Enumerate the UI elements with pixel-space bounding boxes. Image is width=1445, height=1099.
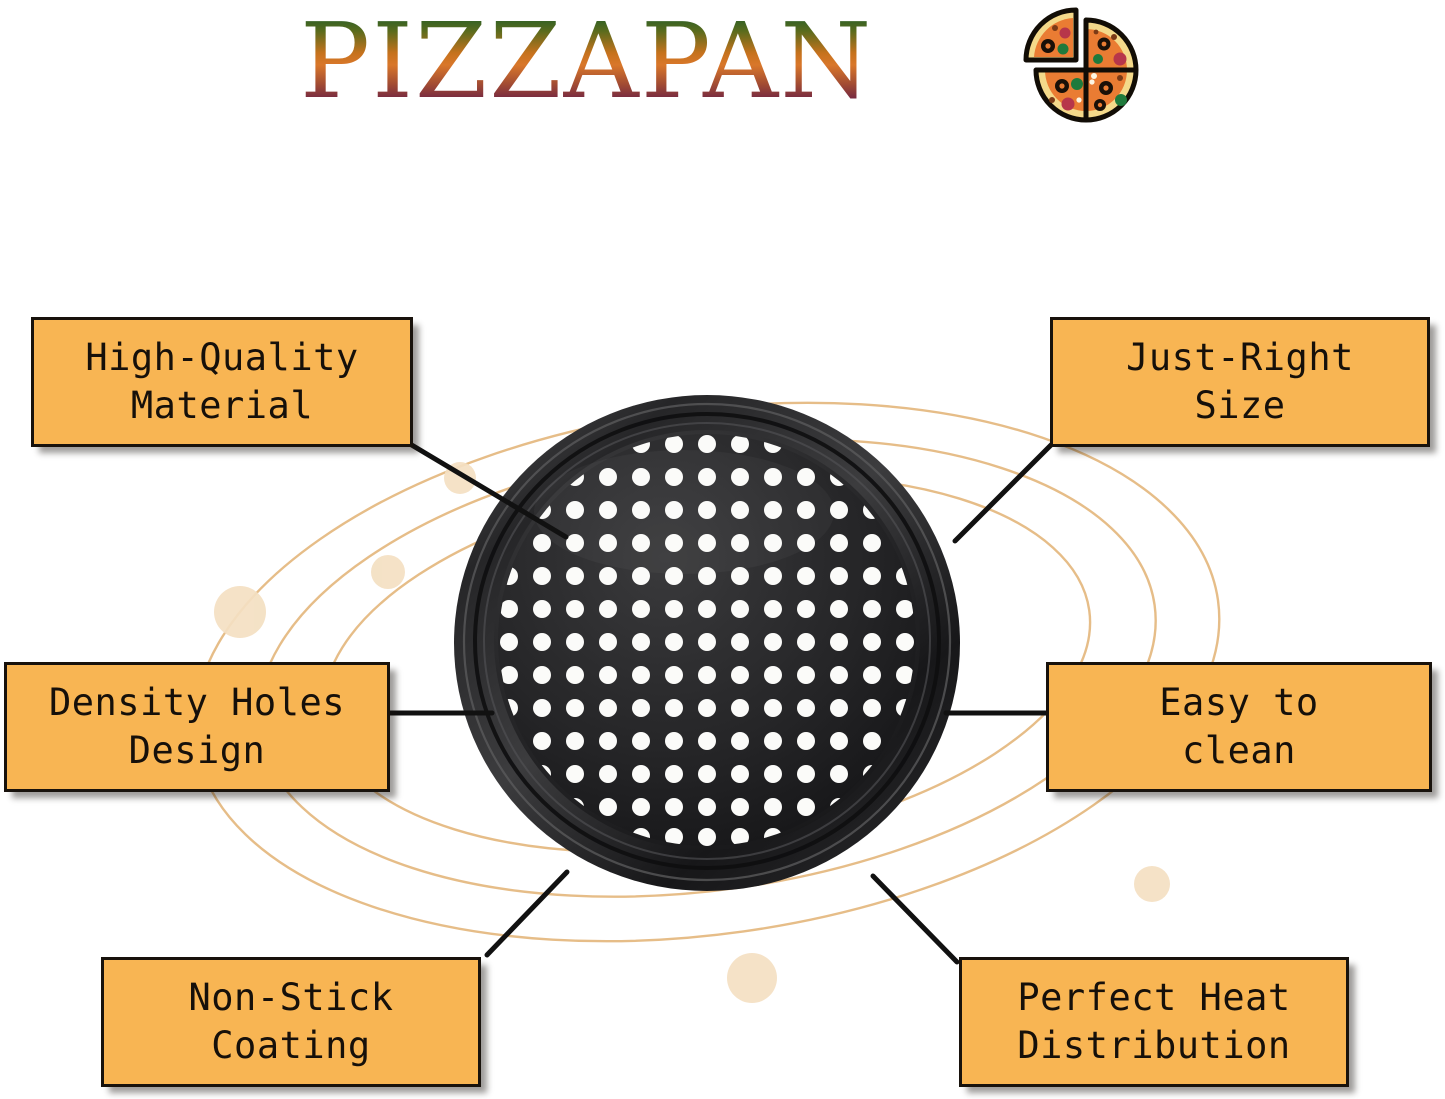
feature-box-just-right-size[interactable]: Just-Right Size xyxy=(1050,317,1430,447)
feature-label: Non-Stick Coating xyxy=(188,975,394,1067)
feature-label: Density Holes Design xyxy=(48,680,346,772)
orbit-dot xyxy=(371,555,405,589)
feature-label: High-Quality Material xyxy=(85,335,359,427)
pan-perforations xyxy=(500,435,914,846)
feature-box-perfect-heat-distribution[interactable]: Perfect Heat Distribution xyxy=(959,957,1349,1087)
feature-label: Just-Right Size xyxy=(1126,335,1354,427)
orbit-dot xyxy=(1134,866,1170,902)
page-title: PIZZAPAN xyxy=(300,0,873,126)
pan-gloss xyxy=(534,450,834,574)
feature-label: Perfect Heat Distribution xyxy=(1017,975,1291,1067)
feature-box-density-holes-design[interactable]: Density Holes Design xyxy=(4,662,390,792)
connector-just-right-size xyxy=(952,441,1055,544)
feature-box-high-quality-material[interactable]: High-Quality Material xyxy=(31,317,413,447)
pan-rim-inner-edge xyxy=(483,422,931,860)
pan-rim-groove xyxy=(473,412,941,870)
feature-label: Easy to clean xyxy=(1159,680,1319,772)
product-image-pizza-pan xyxy=(452,392,962,894)
feature-box-non-stick-coating[interactable]: Non-Stick Coating xyxy=(101,957,481,1087)
pan-rim-highlight xyxy=(462,402,952,882)
pizza-icon xyxy=(1023,7,1139,123)
orbit-dot xyxy=(214,586,266,638)
feature-box-easy-to-clean[interactable]: Easy to clean xyxy=(1046,662,1432,792)
header: PIZZAPAN xyxy=(0,0,1445,135)
orbit-dot xyxy=(727,953,777,1003)
